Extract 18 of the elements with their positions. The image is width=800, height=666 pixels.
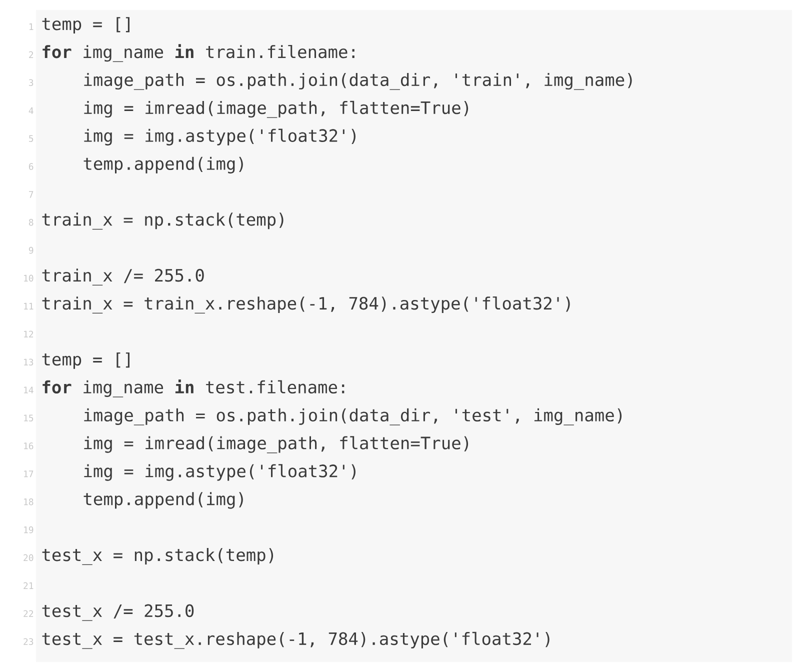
code-line: temp.append(img) [84,156,243,174]
code-line: image_path = os.path.join(data_dir, 'train', img_name) [84,72,632,90]
code-line: temp = [] [42,17,130,34]
code-line: test_x = np.stack(temp) [42,548,274,565]
code-line: img = imread(image_path, flatten=True) [84,436,468,454]
code-line: test_x /= 255.0 [42,604,194,621]
code-line: test_x = test_x.reshape(-1, 784).astype('float32') [42,632,550,649]
code-line: temp = [] [42,352,130,369]
code-line: img = img.astype('float32') [84,464,356,481]
code-line: img = img.astype('float32') [84,128,356,146]
code-line: train_x /= 255.0 [42,268,204,286]
code-line: img = imread(image_path, flatten=True) [84,100,468,118]
code-line: image_path = os.path.join(data_dir, 'test', img_name) [84,408,622,426]
code-line: temp.append(img) [84,492,243,509]
code-line: train_x = train_x.reshape(-1, 784).astype('float32') [42,296,570,314]
code-line: for img_name in train.filename: [42,44,354,62]
code-line: for img_name in test.filename: [42,379,344,398]
code-line: train_x = np.stack(temp) [42,212,284,230]
